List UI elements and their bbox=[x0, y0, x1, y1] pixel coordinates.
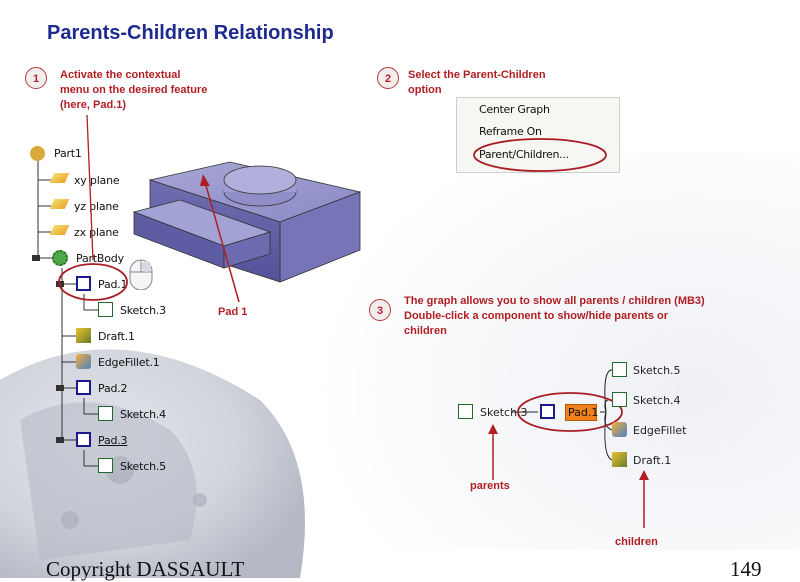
step-2-text: Select the Parent-Children option bbox=[408, 69, 546, 96]
children-label: children bbox=[615, 536, 658, 548]
tree-item-sketch3[interactable]: Sketch.3 bbox=[120, 304, 166, 317]
tree-item-yz-plane[interactable]: yz plane bbox=[74, 200, 119, 213]
tree-item-partbody[interactable]: PartBody bbox=[76, 252, 124, 265]
tree-item-pad3[interactable]: Pad.3 bbox=[98, 434, 128, 447]
parents-label: parents bbox=[470, 480, 510, 492]
tree-item-draft1[interactable]: Draft.1 bbox=[98, 330, 135, 343]
tree-item-edgefillet1[interactable]: EdgeFillet.1 bbox=[98, 356, 160, 369]
tree-item-part1[interactable]: Part1 bbox=[54, 147, 82, 160]
step-1-badge: 1 bbox=[25, 67, 47, 89]
tree-highlight bbox=[58, 114, 128, 301]
menu-item-parent-children[interactable]: Parent/Children... bbox=[479, 148, 569, 161]
context-menu: Center Graph Reframe On Parent/Children.… bbox=[456, 97, 620, 173]
menu-item-center-graph[interactable]: Center Graph bbox=[479, 103, 550, 116]
graph-connectors bbox=[488, 369, 623, 480]
graph-node-parent[interactable]: Sketch.3 bbox=[480, 406, 528, 419]
page-number: 149 bbox=[730, 557, 762, 581]
pad-icon bbox=[540, 404, 555, 419]
menu-highlight-ellipse bbox=[473, 138, 607, 172]
tree-item-sketch4[interactable]: Sketch.4 bbox=[120, 408, 166, 421]
sketch-icon bbox=[612, 392, 627, 407]
page-title: Parents-Children Relationship bbox=[47, 22, 334, 44]
sketch-icon bbox=[98, 406, 113, 421]
tree-item-xy-plane[interactable]: xy plane bbox=[74, 174, 120, 187]
fillet-icon bbox=[612, 422, 627, 437]
tree-item-pad2[interactable]: Pad.2 bbox=[98, 382, 128, 395]
step-3-text: The graph allows you to show all parents… bbox=[404, 295, 705, 337]
draft-icon bbox=[612, 452, 627, 467]
sketch-icon bbox=[98, 458, 113, 473]
graph-node-child-3[interactable]: EdgeFillet bbox=[633, 424, 687, 437]
draft-icon bbox=[76, 328, 91, 343]
sketch-icon bbox=[458, 404, 473, 419]
graph-node-child-2[interactable]: Sketch.4 bbox=[633, 394, 681, 407]
graph-node-child-4[interactable]: Draft.1 bbox=[633, 454, 672, 467]
children-arrow bbox=[639, 470, 649, 528]
body-gear-icon bbox=[52, 250, 68, 266]
menu-item-reframe-on[interactable]: Reframe On bbox=[479, 125, 542, 138]
graph-node-child-1[interactable]: Sketch.5 bbox=[633, 364, 681, 377]
step-1-text: Activate the contextual menu on the desi… bbox=[60, 69, 208, 111]
pad-icon bbox=[76, 432, 91, 447]
pad1-arrow bbox=[200, 174, 240, 303]
step-2-badge: 2 bbox=[377, 67, 399, 89]
tree-item-pad1[interactable]: Pad.1 bbox=[98, 278, 128, 291]
copyright-text: Copyright DASSAULT bbox=[46, 557, 245, 581]
pad-icon bbox=[76, 276, 91, 291]
part-icon bbox=[30, 146, 45, 161]
sketch-icon bbox=[98, 302, 113, 317]
pad1-label: Pad 1 bbox=[218, 306, 248, 318]
tree-item-zx-plane[interactable]: zx plane bbox=[74, 226, 119, 239]
fillet-icon bbox=[76, 354, 91, 369]
pad-icon bbox=[76, 380, 91, 395]
tree-connectors bbox=[32, 160, 98, 467]
graph-node-center[interactable]: Pad.1 bbox=[565, 404, 598, 421]
step-3-badge: 3 bbox=[369, 299, 391, 321]
sketch-icon bbox=[612, 362, 627, 377]
tree-item-sketch5[interactable]: Sketch.5 bbox=[120, 460, 166, 473]
